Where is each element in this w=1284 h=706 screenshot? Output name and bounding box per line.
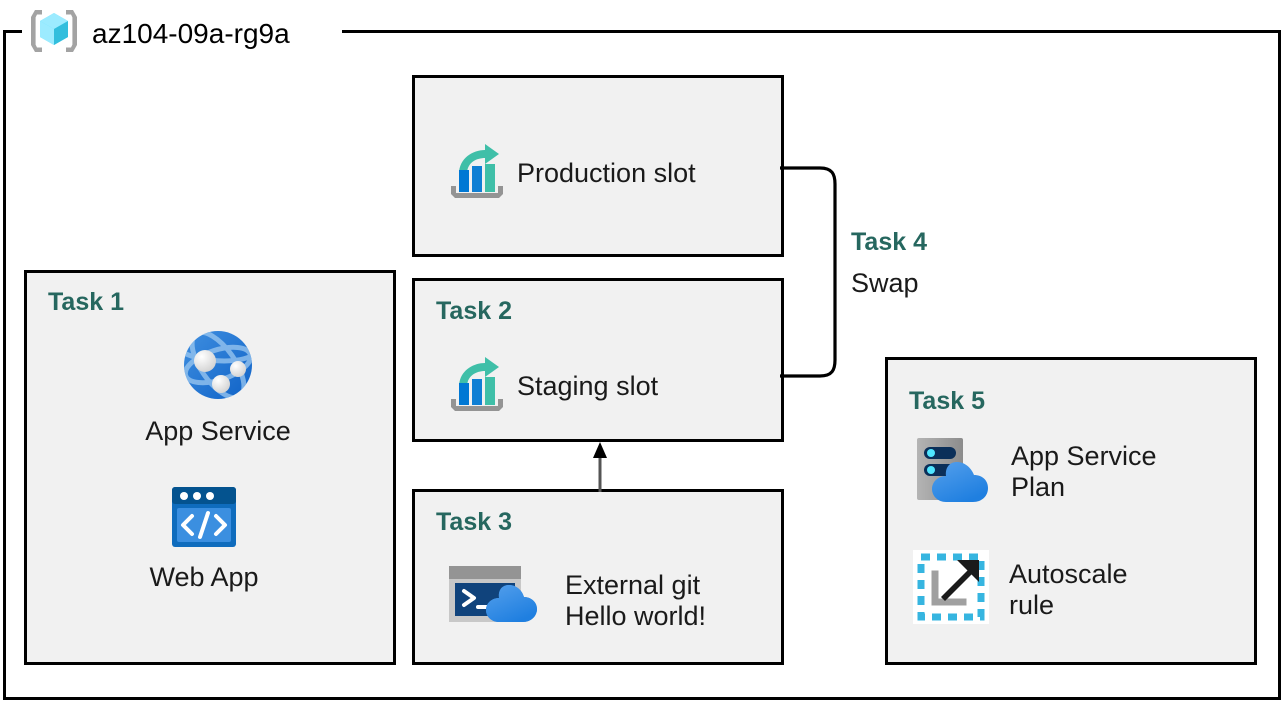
- autoscale-rule-item: Autoscale rule: [913, 550, 1128, 629]
- deployment-slot-icon: [447, 355, 503, 418]
- web-app-item: Web App: [119, 485, 289, 592]
- autoscale-rule-label: Autoscale rule: [1009, 559, 1128, 620]
- deployment-slot-icon: [447, 142, 503, 205]
- staging-slot-item: Staging slot: [447, 355, 658, 418]
- resource-group-frame: [3, 30, 1281, 700]
- task-1-box[interactable]: Task 1: [24, 270, 396, 665]
- external-git-label: External git Hello world!: [565, 570, 707, 631]
- deploy-arrow: [593, 442, 607, 492]
- app-service-plan-label: App Service Plan: [1011, 441, 1157, 502]
- resource-group-title: az104-09a-rg9a: [26, 6, 290, 61]
- app-service-item: App Service: [133, 327, 303, 446]
- autoscale-rule-icon: [913, 550, 989, 629]
- app-service-label: App Service: [145, 416, 291, 446]
- web-app-browser-icon: [170, 485, 238, 554]
- production-slot-item: Production slot: [447, 142, 696, 205]
- app-service-globe-icon: [180, 327, 256, 408]
- task-5-label: Task 5: [909, 387, 985, 415]
- cloud-shell-icon: [447, 564, 539, 637]
- task-1-label: Task 1: [48, 288, 124, 316]
- production-slot-label: Production slot: [517, 158, 696, 189]
- web-app-label: Web App: [149, 562, 259, 592]
- swap-connector: [780, 166, 837, 378]
- resource-group-name: az104-09a-rg9a: [92, 17, 290, 49]
- swap-text: Swap: [851, 267, 919, 298]
- app-service-plan-item: App Service Plan: [913, 432, 1157, 511]
- task-2-box[interactable]: Task 2 Staging slot: [412, 278, 784, 442]
- task-2-label: Task 2: [436, 297, 512, 325]
- swap-label-group: Task 4 Swap: [851, 228, 1051, 299]
- task-5-box[interactable]: Task 5: [885, 357, 1257, 665]
- production-slot-box[interactable]: Production slot: [412, 75, 784, 257]
- task-3-box[interactable]: Task 3: [412, 489, 784, 665]
- task-3-label: Task 3: [436, 508, 512, 536]
- task-4-label: Task 4: [851, 228, 927, 256]
- staging-slot-label: Staging slot: [517, 371, 659, 402]
- app-service-plan-icon: [913, 432, 991, 511]
- external-git-item: External git Hello world!: [447, 564, 706, 637]
- resource-group-cube-icon: [26, 6, 82, 61]
